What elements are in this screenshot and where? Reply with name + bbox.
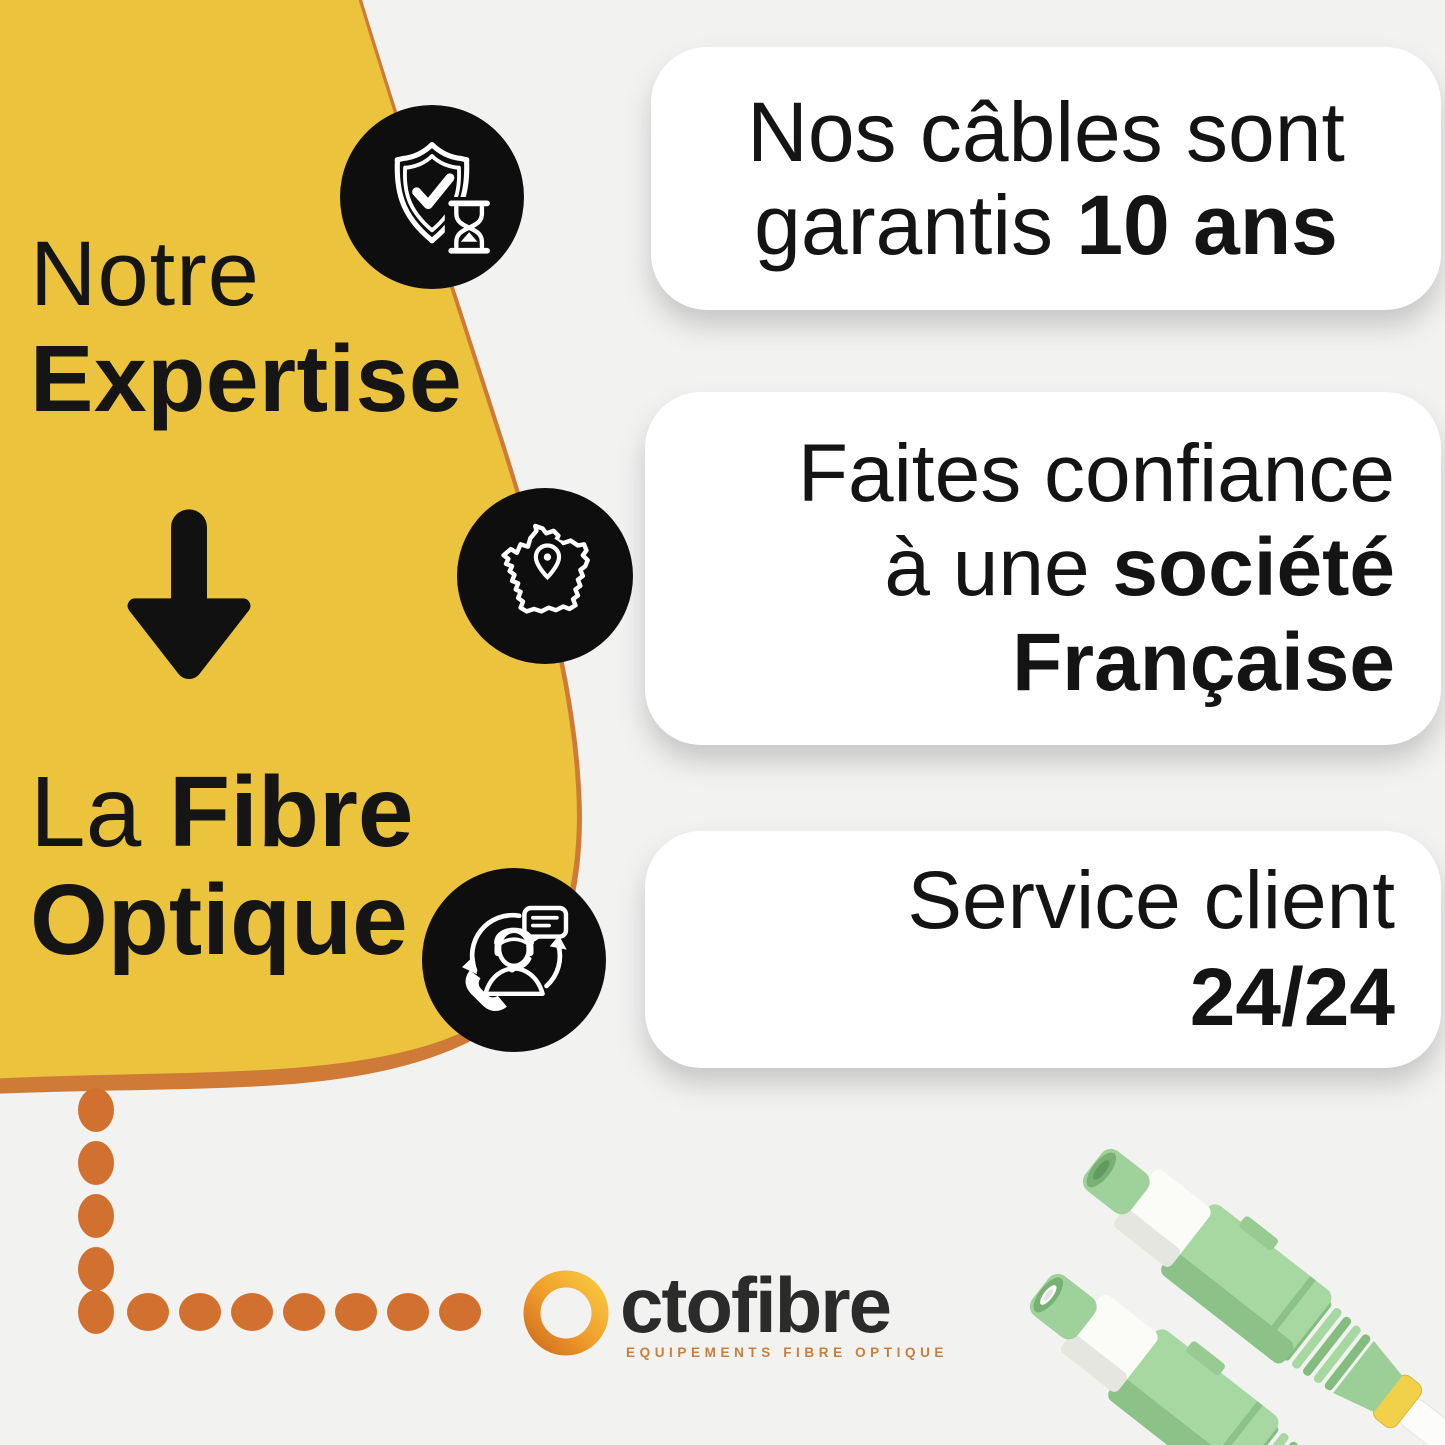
card3-line1: Service client	[907, 854, 1395, 946]
dotted-path	[78, 1088, 481, 1334]
octofibre-logo: ctofibre EQUIPEMENTS FIBRE OPTIQUE	[518, 1264, 948, 1360]
logo-text: ctofibre EQUIPEMENTS FIBRE OPTIQUE	[620, 1264, 948, 1360]
benefit-card-customer-service: Service client 24/24	[645, 831, 1441, 1068]
heading-optique: Optique	[30, 864, 408, 976]
heading-fibre: Fibre	[169, 756, 414, 868]
card1-line2: garantis 10 ans	[754, 177, 1338, 272]
logo-ring-icon	[523, 1270, 609, 1356]
card2-line1: Faites confiance	[797, 428, 1395, 520]
logo-tagline: EQUIPEMENTS FIBRE OPTIQUE	[626, 1344, 949, 1360]
card2-line2: à une société	[884, 522, 1395, 614]
fiber-connectors-image	[1029, 1148, 1445, 1445]
benefit-card-warranty: Nos câbles sont garantis 10 ans	[651, 47, 1441, 310]
france-map-icon	[457, 488, 633, 664]
card3-line2: 24/24	[1189, 951, 1395, 1043]
logo-wordmark: ctofibre	[620, 1261, 892, 1349]
customer-support-icon	[422, 868, 606, 1052]
heading-la: La	[30, 756, 142, 868]
benefit-card-french-company: Faites confiance à une société Française	[645, 392, 1441, 745]
down-arrow-icon	[127, 509, 251, 680]
heading-la-fibre: La Fibre	[30, 760, 414, 865]
heading-notre: Notre	[30, 223, 260, 325]
card2-line3: Française	[1012, 616, 1395, 708]
warranty-shield-icon	[340, 105, 524, 289]
card1-line1: Nos câbles sont	[747, 85, 1345, 180]
heading-expertise: Expertise	[30, 326, 463, 432]
